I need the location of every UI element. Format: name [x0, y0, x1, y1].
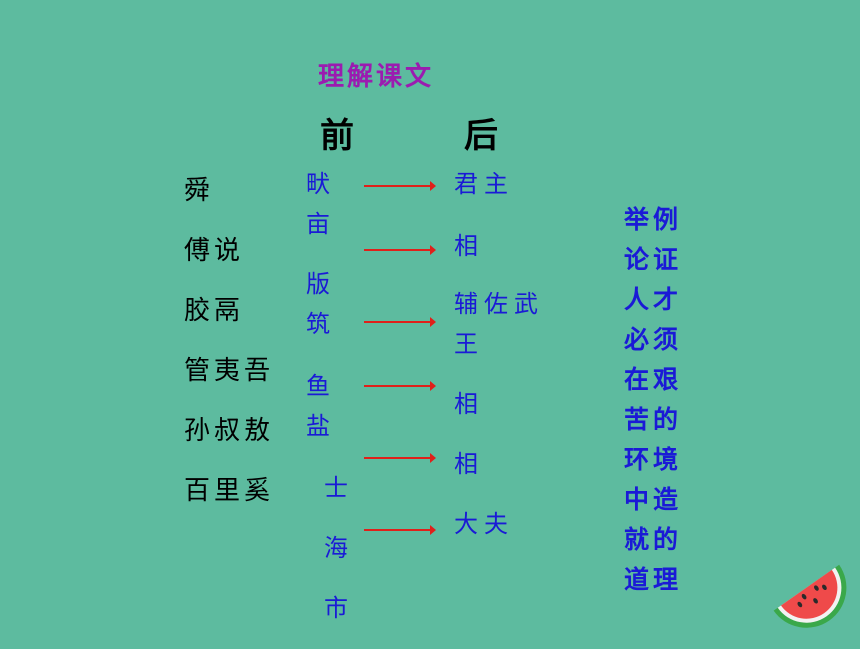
person-fu-yue: 傅说	[184, 236, 245, 266]
after-minister-3: 相	[454, 450, 484, 478]
person-sun-shuao: 孙叔敖	[184, 416, 275, 446]
arrow-4	[364, 380, 436, 392]
person-shun: 舜	[184, 176, 215, 206]
after-minister-2: 相	[454, 390, 484, 418]
person-guan-yiwu: 管夷吾	[184, 356, 275, 386]
header-after: 后	[464, 116, 498, 156]
slide-title: 理解课文	[318, 62, 435, 92]
before-construction: 版筑	[306, 270, 336, 338]
person-baili-xi: 百里奚	[184, 476, 275, 506]
person-jiao-ge: 胶鬲	[184, 296, 245, 326]
before-shi: 士	[324, 474, 354, 502]
conclusion-text: 举例论证人才必须在艰苦的环境中造就的道理	[624, 205, 683, 594]
arrow-5	[364, 452, 436, 464]
after-assist-king-wu: 辅佐武王	[454, 290, 544, 358]
before-shi-market: 市	[324, 594, 354, 622]
arrow-1	[364, 180, 436, 192]
after-monarch: 君主	[454, 170, 514, 198]
arrow-2	[364, 244, 436, 256]
header-before: 前	[320, 116, 354, 156]
before-hai: 海	[324, 534, 354, 562]
arrow-6	[364, 524, 436, 536]
after-senior-official: 大夫	[454, 510, 514, 538]
arrow-3	[364, 316, 436, 328]
watermelon-slice-icon	[770, 545, 860, 645]
before-field: 畎亩	[306, 170, 336, 238]
after-minister-1: 相	[454, 232, 484, 260]
before-fish-salt: 鱼盐	[306, 372, 336, 440]
